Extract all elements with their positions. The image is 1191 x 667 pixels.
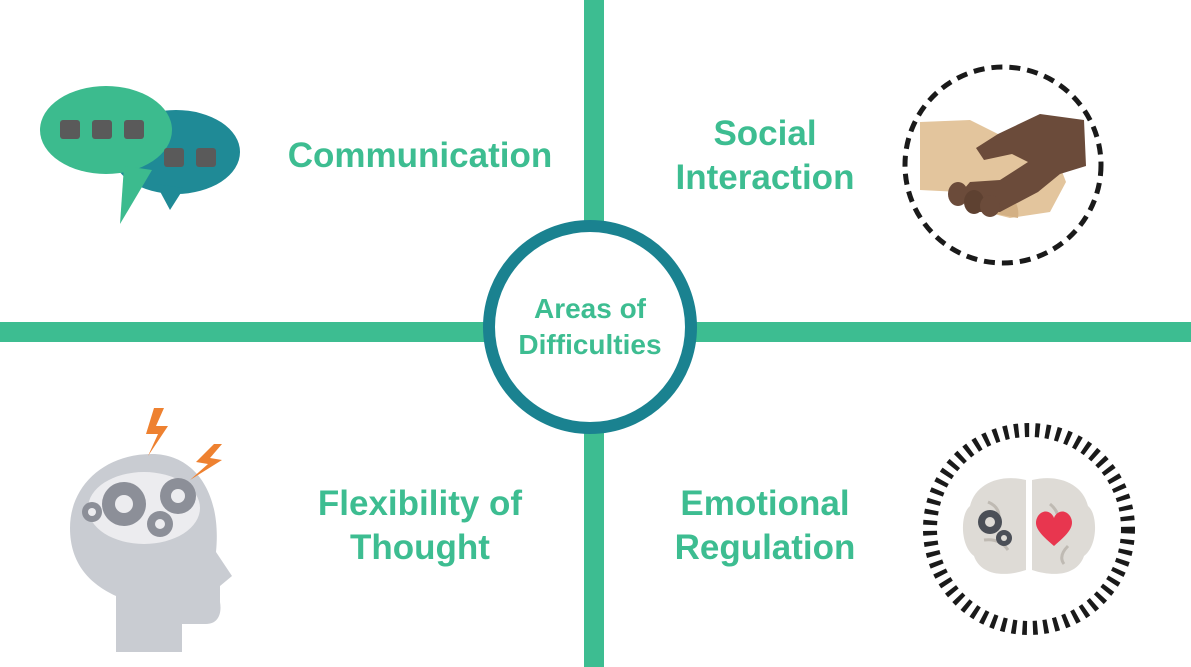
label-social-interaction-line2: Interaction [675,158,855,197]
label-flexibility-line1: Flexibility of [317,484,523,523]
head-gears-icon [64,404,244,657]
label-communication-line1: Communication [287,136,553,175]
label-emotional-regulation: Emotional Regulation [640,482,890,570]
brain-heart-icon [918,418,1140,645]
speech-bubbles-icon [36,84,246,234]
label-social-interaction-line1: Social [713,114,817,153]
handshake-icon [900,62,1106,273]
center-circle: Areas of Difficulties [483,220,697,434]
center-title-line2: Difficulties [518,329,662,360]
label-emotional-line1: Emotional [680,484,850,523]
label-communication: Communication [270,134,570,178]
center-title-line1: Areas of [533,293,647,324]
label-social-interaction: Social Interaction [640,112,890,200]
label-flexibility-of-thought: Flexibility of Thought [300,482,540,570]
label-emotional-line2: Regulation [674,528,856,567]
label-flexibility-line2: Thought [350,528,490,567]
